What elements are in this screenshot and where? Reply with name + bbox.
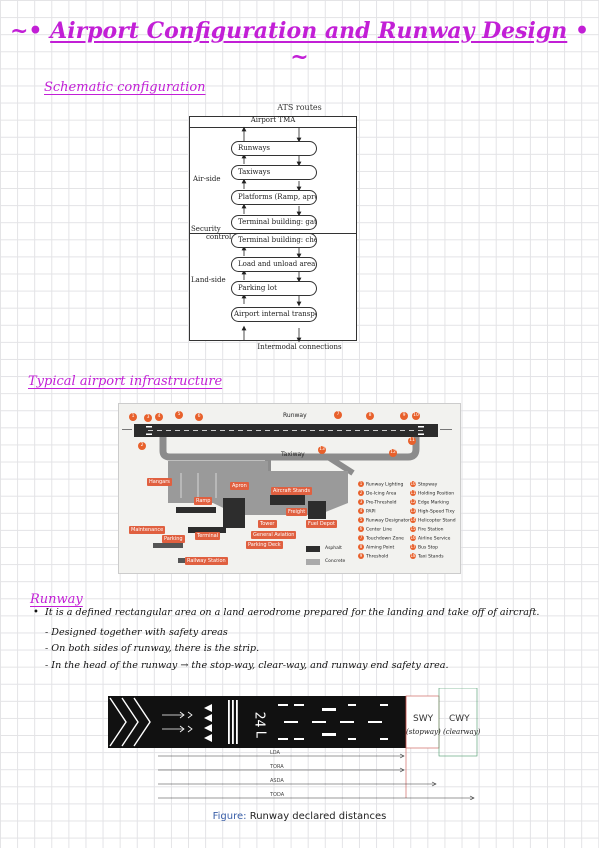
parking-deck-tag: Parking Deck xyxy=(246,541,283,549)
marker-2: 2 xyxy=(138,442,146,450)
title-deco-right: • ~ xyxy=(290,18,590,70)
landside-label: Land-side xyxy=(191,276,226,284)
asphalt-legend: Asphalt xyxy=(325,546,342,551)
marker-1: 1 xyxy=(129,413,137,421)
flow-parking-lot: Parking lot xyxy=(231,281,317,296)
cwy-note: (clearway) xyxy=(443,728,481,736)
ats-routes-label: ATS routes xyxy=(277,103,322,112)
figure-caption: Figure: Runway declared distances xyxy=(0,811,599,822)
marker-9: 9 xyxy=(400,412,408,420)
fuel-depot-tag: Fuel Depot xyxy=(306,520,337,528)
figure-caption-label: Figure: xyxy=(212,811,247,822)
concrete-legend: Concrete xyxy=(325,559,346,564)
marker-10: 10 xyxy=(412,412,420,420)
figure-caption-text: Runway declared distances xyxy=(249,811,387,822)
title-text: Airport Configuration and Runway Design xyxy=(50,18,568,44)
maintenance-tag: Maintenance xyxy=(129,526,166,534)
parking-tag: Parking xyxy=(162,535,185,543)
railway-station-tag: Railway Station xyxy=(185,557,228,565)
security-label: Security xyxy=(191,225,221,233)
control-label: control xyxy=(206,233,232,241)
flow-checkin: Terminal building: check in xyxy=(231,233,317,248)
freight-tag: Freight xyxy=(286,508,308,516)
flow-platforms: Platforms (Ramp, apron) xyxy=(231,190,317,205)
marker-3: 3 xyxy=(144,414,152,422)
swy-note: (stopway) xyxy=(406,728,441,736)
runway-definition: It is a defined rectangular area on a la… xyxy=(45,607,540,618)
marker-5: 5 xyxy=(175,411,183,419)
runway-label: Runway xyxy=(283,412,307,419)
runway-note-1: - Designed together with safety areas xyxy=(45,627,228,638)
aircraft-stands-tag: Aircraft Stands xyxy=(271,487,312,495)
page-title: ~• Airport Configuration and Runway Desi… xyxy=(0,18,599,70)
tma-divider xyxy=(189,127,357,128)
runway-note-3: - In the head of the runway → the stop-w… xyxy=(45,660,449,671)
schematic-arrows xyxy=(241,126,302,343)
marker-8: 8 xyxy=(366,412,374,420)
swy-label: SWY xyxy=(413,714,434,724)
taxiway-label: Taxiway xyxy=(281,451,305,458)
toda-label: TODA xyxy=(270,792,285,798)
terminal-tag: Terminal xyxy=(195,532,221,540)
ramp-tag: Ramp xyxy=(194,497,213,505)
marker-13: 13 xyxy=(318,446,326,454)
intermodal-label: Intermodal connections xyxy=(257,343,342,351)
title-deco-left: ~• xyxy=(9,18,43,44)
runway-bullet: • xyxy=(33,607,39,618)
runway-designator-number: 24 xyxy=(251,711,267,728)
runway-designator-letter: L xyxy=(252,730,268,739)
marker-11: 11 xyxy=(408,437,416,445)
cwy-label: CWY xyxy=(449,714,470,724)
runway-heading: Runway xyxy=(30,592,83,607)
schematic-heading: Schematic configuration xyxy=(44,80,206,95)
runway-diagram xyxy=(108,688,478,800)
marker-6: 6 xyxy=(195,413,203,421)
asda-label: ASDA xyxy=(270,778,284,784)
flow-gates: Terminal building: gates xyxy=(231,215,317,230)
marker-7: 7 xyxy=(334,411,342,419)
lda-label: LDA xyxy=(270,750,280,756)
flow-load-area: Load and unload area xyxy=(231,257,317,272)
marker-12: 12 xyxy=(389,449,397,457)
hangars-tag: Hangars xyxy=(147,478,172,486)
infrastructure-heading: Typical airport infrastructure xyxy=(28,374,223,389)
apron-tag: Apron xyxy=(230,482,249,490)
flow-taxiways: Taxiways xyxy=(231,165,317,180)
tora-label: TORA xyxy=(270,764,284,770)
runway-note-2: - On both sides of runway, there is the … xyxy=(45,643,260,654)
airport-map xyxy=(122,424,452,565)
airside-label: Air-side xyxy=(193,175,221,183)
flow-internal-transport: Airport internal transportation xyxy=(231,307,317,322)
tma-label: Airport TMA xyxy=(250,116,296,124)
general-aviation-tag: General Aviation xyxy=(251,531,297,539)
tower-tag: Tower xyxy=(258,520,277,528)
flow-runways: Runways xyxy=(231,141,317,156)
marker-4: 4 xyxy=(155,413,163,421)
